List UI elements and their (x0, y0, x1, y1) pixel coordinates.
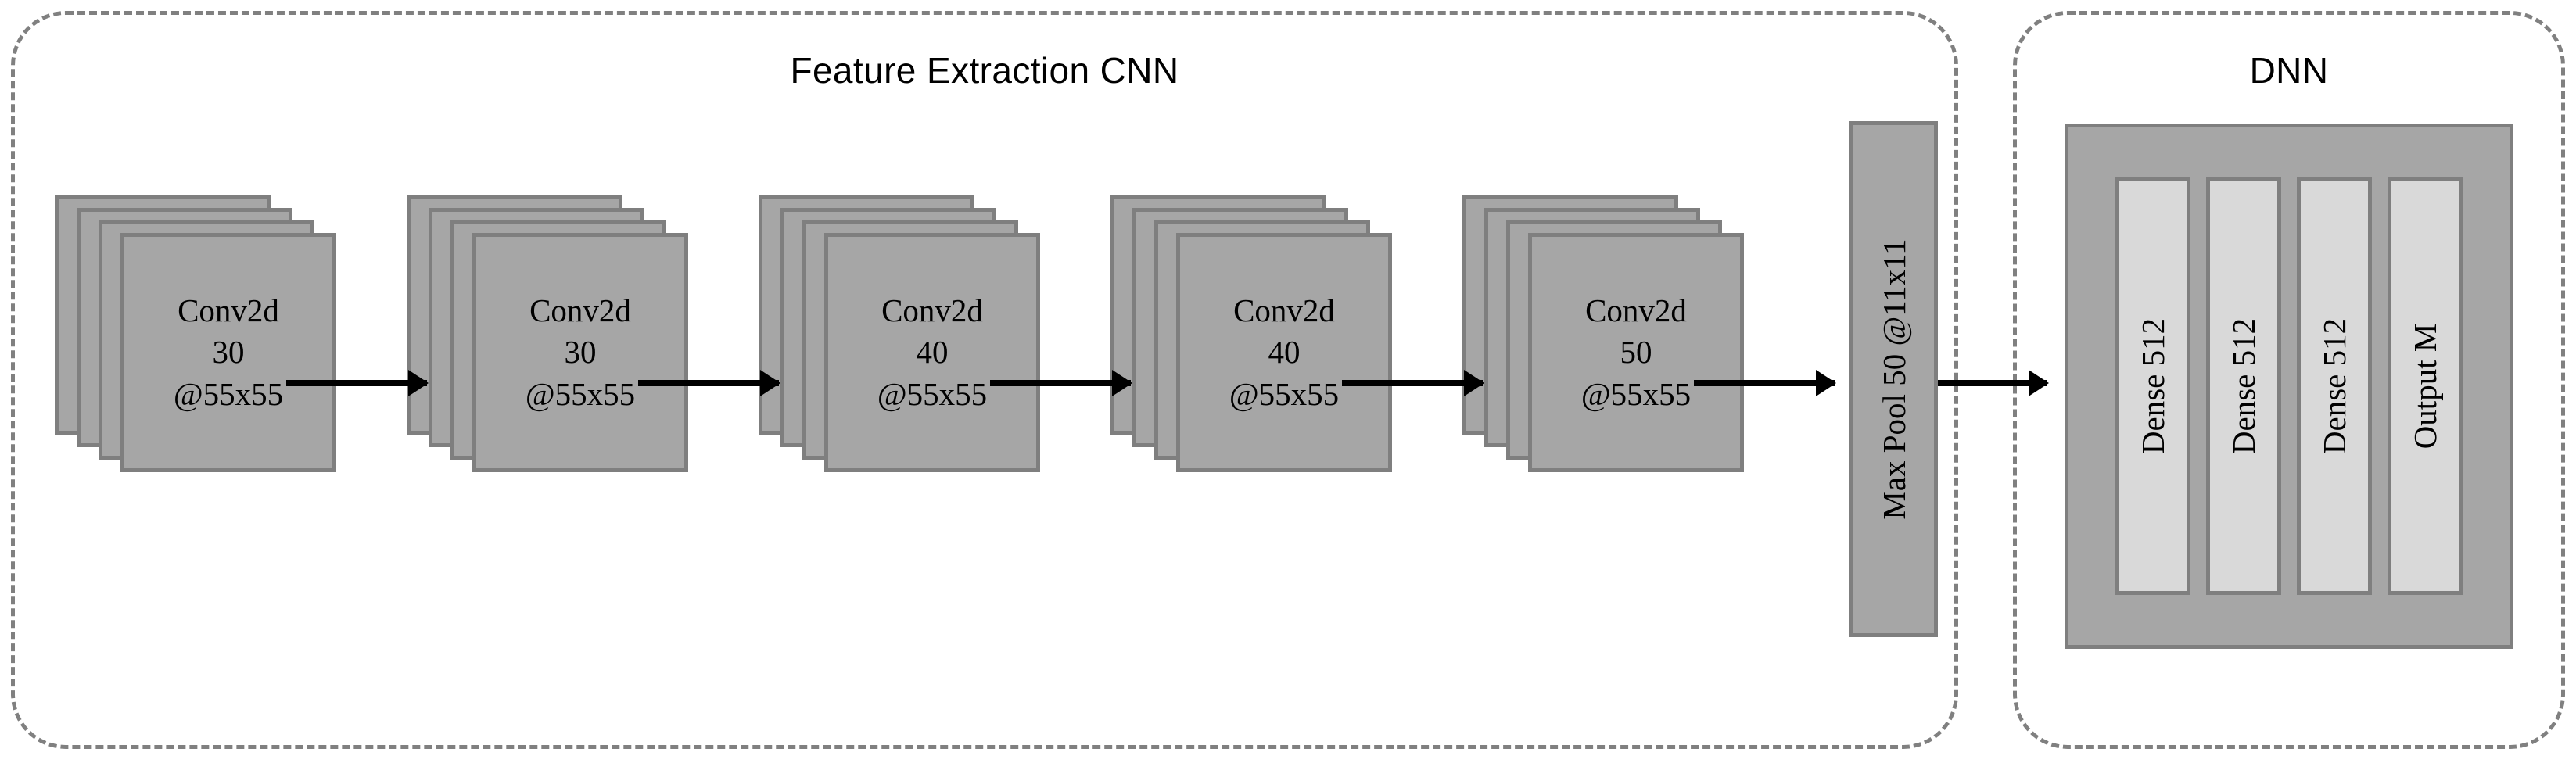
arrow-conv3-to-conv4 (990, 380, 1131, 386)
conv-block-4-label: Conv2d 40 @55x55 (1229, 292, 1340, 412)
conv-card-front: Conv2d 40 @55x55 (1176, 233, 1392, 472)
dnn-layer-dense-2[interactable]: Dense 512 (2206, 177, 2281, 595)
dnn-container[interactable]: Dense 512 Dense 512 Dense 512 Output M (2065, 124, 2513, 649)
conv-card-front: Conv2d 30 @55x55 (120, 233, 336, 472)
conv-block-2[interactable]: Conv2d 30 @55x55 (407, 195, 688, 508)
conv-card-front: Conv2d 40 @55x55 (824, 233, 1040, 472)
dnn-layer-dense-2-label: Dense 512 (2226, 317, 2262, 455)
dnn-layer-output[interactable]: Output M (2388, 177, 2463, 595)
conv-block-2-label: Conv2d 30 @55x55 (525, 292, 636, 412)
arrow-conv2-to-conv3 (638, 380, 779, 386)
dnn-layer-output-label: Output M (2407, 323, 2443, 450)
conv-block-1-label: Conv2d 30 @55x55 (173, 292, 284, 412)
conv-card-front: Conv2d 50 @55x55 (1528, 233, 1744, 472)
arrow-conv1-to-conv2 (286, 380, 427, 386)
conv-block-4[interactable]: Conv2d 40 @55x55 (1110, 195, 1392, 508)
conv-block-3[interactable]: Conv2d 40 @55x55 (759, 195, 1040, 508)
maxpool-block[interactable]: Max Pool 50 @11x11 (1849, 121, 1938, 637)
conv-block-5-label: Conv2d 50 @55x55 (1580, 292, 1692, 412)
dnn-layer-dense-1[interactable]: Dense 512 (2115, 177, 2190, 595)
conv-block-3-label: Conv2d 40 @55x55 (877, 292, 988, 412)
dnn-layer-dense-3[interactable]: Dense 512 (2297, 177, 2372, 595)
arrow-maxpool-to-dnn (1938, 380, 2047, 386)
conv-block-5[interactable]: Conv2d 50 @55x55 (1462, 195, 1744, 508)
conv-block-1[interactable]: Conv2d 30 @55x55 (55, 195, 336, 508)
dnn-layer-dense-1-label: Dense 512 (2135, 317, 2171, 455)
arrow-conv5-to-maxpool (1694, 380, 1835, 386)
maxpool-label: Max Pool 50 @11x11 (1875, 238, 1912, 520)
dnn-layer-dense-3-label: Dense 512 (2316, 317, 2352, 455)
panel-title-dnn: DNN (2249, 50, 2329, 91)
arrow-conv4-to-conv5 (1342, 380, 1483, 386)
conv-card-front: Conv2d 30 @55x55 (472, 233, 688, 472)
panel-title-cnn: Feature Extraction CNN (790, 50, 1179, 91)
